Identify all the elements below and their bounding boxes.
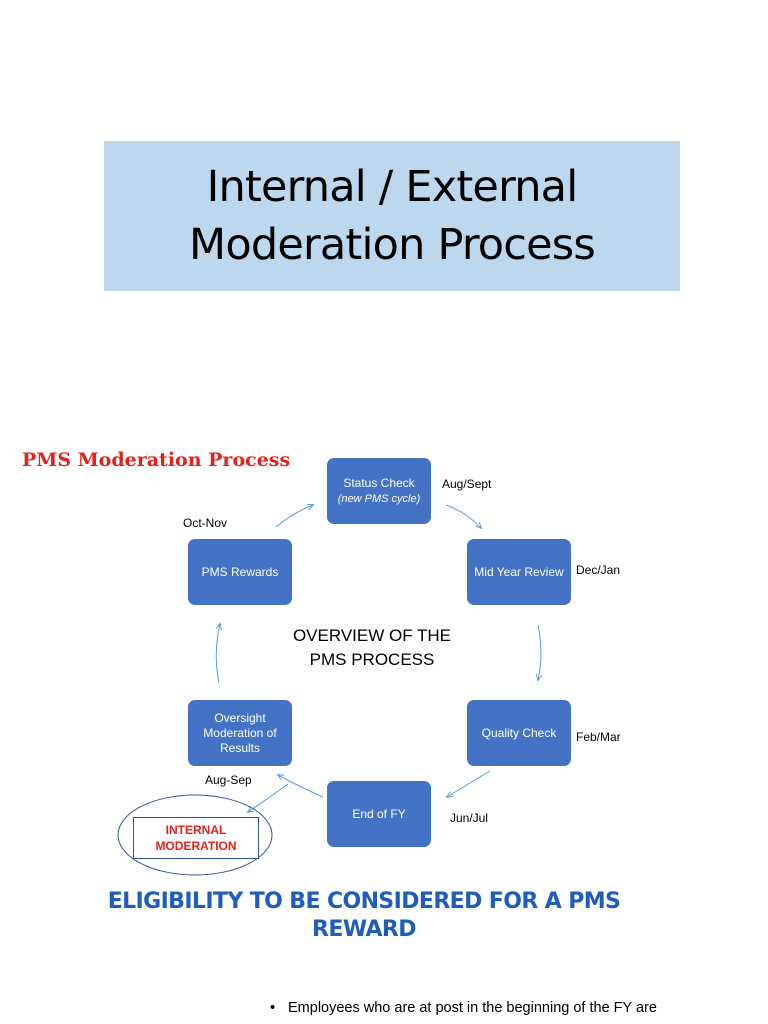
arrow-endfy-to-oversight <box>278 775 324 798</box>
period-aug-sep: Aug-Sep <box>205 773 252 787</box>
eligibility-bullet: • Employees who are at post in the beginn… <box>270 998 710 1018</box>
step-oversight-moderation: Oversight Moderation of Results <box>188 700 292 766</box>
title-banner: Internal / External Moderation Process <box>104 141 680 291</box>
step-sublabel: (new PMS cycle) <box>337 493 421 505</box>
title-line-1: Internal / External <box>206 162 579 212</box>
internal-moderation-box: INTERNAL MODERATION <box>133 817 259 859</box>
internal-moderation-line-2: MODERATION <box>155 839 237 853</box>
step-quality-check: Quality Check <box>467 700 571 766</box>
internal-moderation-line-1: INTERNAL <box>165 823 227 837</box>
step-label: PMS Rewards <box>201 564 279 579</box>
period-feb-mar: Feb/Mar <box>576 730 621 744</box>
overview-label: OVERVIEW OF THE PMS PROCESS <box>262 624 482 672</box>
arrow-quality-to-endfy <box>447 770 491 797</box>
step-status-check: Status Check (new PMS cycle) <box>327 458 431 524</box>
step-label: Mid Year Review <box>474 564 564 579</box>
eligibility-line-1: ELIGIBILITY TO BE CONSIDERED FOR A PMS <box>107 889 621 914</box>
bullet-dot-icon: • <box>270 1000 276 1016</box>
arrow-status-to-midyear <box>445 504 481 528</box>
overview-line-1: OVERVIEW OF THE <box>292 626 452 645</box>
period-dec-jan: Dec/Jan <box>576 563 621 577</box>
arrow-rewards-to-status <box>275 505 313 528</box>
step-label: Oversight Moderation of Results <box>203 710 277 755</box>
eligibility-heading: ELIGIBILITY TO BE CONSIDERED FOR A PMS R… <box>84 888 644 944</box>
internal-moderation-ellipse <box>117 794 273 876</box>
title-line-2: Moderation Process <box>189 220 596 270</box>
eligibility-line-2: REWARD <box>312 917 416 942</box>
overview-line-2: PMS PROCESS <box>309 650 435 669</box>
arrow-midyear-to-quality <box>538 624 541 680</box>
period-jun-jul: Jun/Jul <box>450 811 489 825</box>
step-label: Quality Check <box>481 725 557 740</box>
arrow-oversight-to-rewards <box>216 624 220 684</box>
step-mid-year-review: Mid Year Review <box>467 539 571 605</box>
step-pms-rewards: PMS Rewards <box>188 539 292 605</box>
step-label: End of FY <box>352 806 406 821</box>
bullet-text: Employees who are at post in the beginni… <box>288 1000 657 1016</box>
diagram-heading: PMS Moderation Process <box>22 449 291 471</box>
period-aug-sept: Aug/Sept <box>442 477 492 491</box>
period-oct-nov: Oct-Nov <box>183 516 228 530</box>
arrow-to-internal-moderation <box>248 783 289 812</box>
step-end-of-fy: End of FY <box>327 781 431 847</box>
step-label: Status Check <box>343 476 415 490</box>
